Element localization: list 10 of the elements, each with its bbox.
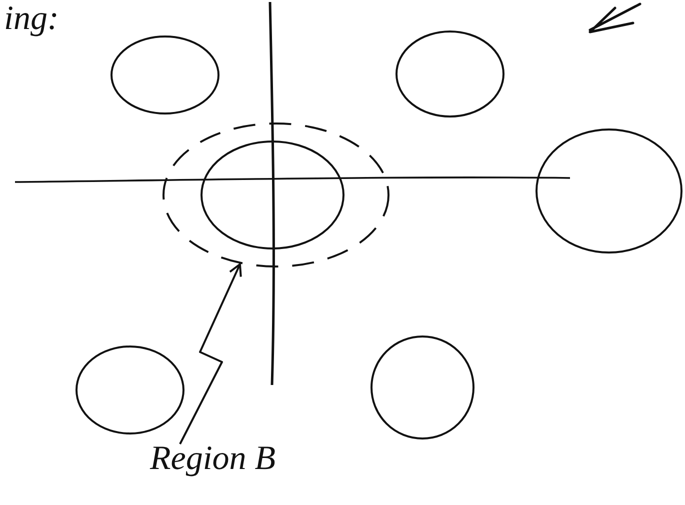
dashed-circle [162, 122, 390, 268]
label-text: Region B [150, 440, 276, 478]
leader-arrow [179, 263, 242, 444]
oval-shape [535, 128, 683, 254]
oval-shape [75, 345, 185, 435]
label-text: ing: [4, 0, 59, 38]
oval-shape [370, 335, 475, 440]
oval-shape [200, 140, 345, 250]
oval-shape [110, 35, 220, 115]
oval-shape [395, 30, 505, 118]
